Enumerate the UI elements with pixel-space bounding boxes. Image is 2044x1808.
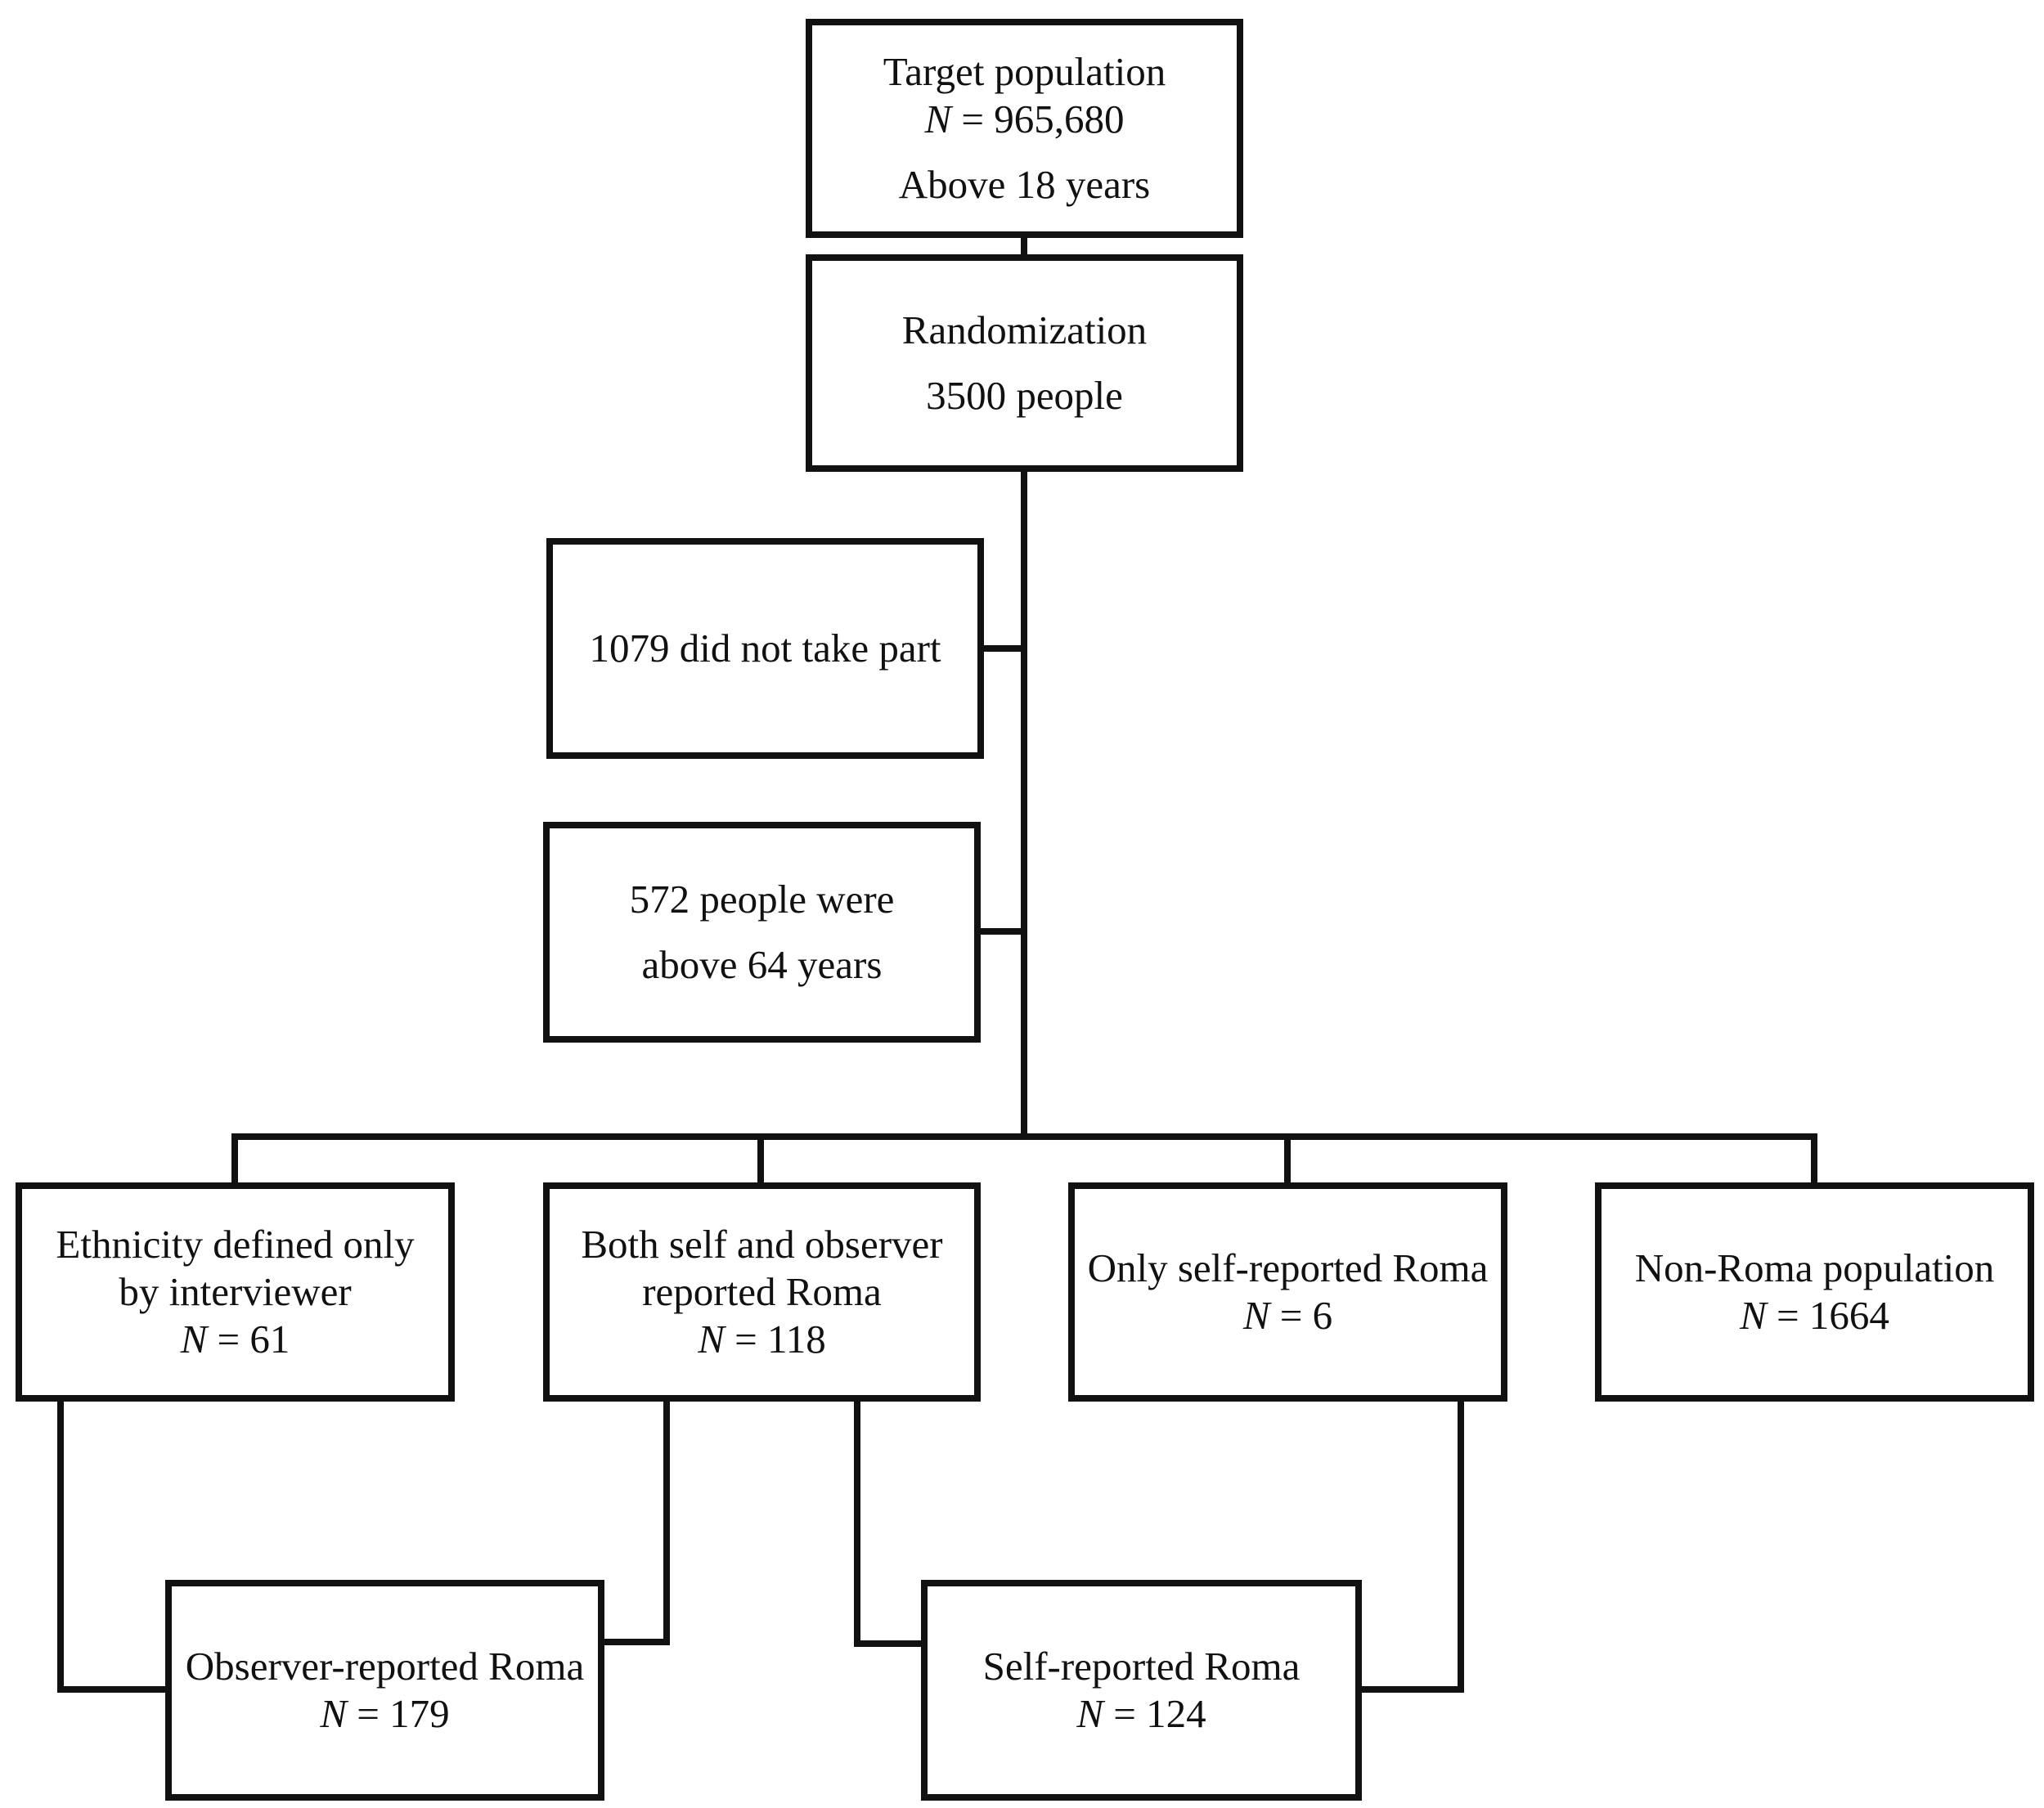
- interviewer-only-line2: by interviewer: [119, 1269, 352, 1314]
- above-64-line2: above 64 years: [641, 942, 883, 987]
- non-roma-n: N = 1664: [1740, 1293, 1889, 1338]
- randomization-note: 3500 people: [926, 373, 1123, 418]
- connector-self-only-to-self: [1356, 1397, 1464, 1693]
- target-population-box: Target population N = 965,680 Above 18 y…: [806, 19, 1243, 238]
- non-roma-box: Non-Roma population N = 1664: [1595, 1182, 2034, 1402]
- observer-reported-box: Observer-reported Roma N = 179: [165, 1580, 604, 1801]
- self-only-box: Only self-reported Roma N = 6: [1068, 1182, 1507, 1402]
- self-reported-line1: Self-reported Roma: [982, 1644, 1301, 1689]
- connector-interviewer-to-observer: [57, 1397, 170, 1693]
- observer-reported-line1: Observer-reported Roma: [185, 1644, 585, 1689]
- interviewer-only-n: N = 61: [180, 1317, 290, 1362]
- self-only-line1: Only self-reported Roma: [1087, 1245, 1489, 1290]
- self-only-n: N = 6: [1242, 1293, 1333, 1338]
- self-reported-box: Self-reported Roma N = 124: [921, 1580, 1362, 1801]
- target-population-note: Above 18 years: [898, 162, 1151, 207]
- self-reported-n: N = 124: [1076, 1691, 1206, 1736]
- non-roma-line1: Non-Roma population: [1634, 1245, 1995, 1290]
- above-64-box: 572 people were above 64 years: [543, 822, 981, 1043]
- both-reported-line1: Both self and observer: [581, 1222, 943, 1267]
- above-64-line1: 572 people were: [629, 877, 895, 922]
- interviewer-only-box: Ethnicity defined only by interviewer N …: [16, 1182, 455, 1402]
- target-population-title: Target population: [883, 49, 1166, 94]
- observer-reported-n: N = 179: [320, 1691, 450, 1736]
- both-reported-n: N = 118: [698, 1317, 826, 1362]
- not-taking-part-text: 1079 did not take part: [589, 626, 941, 671]
- target-population-n: N = 965,680: [924, 96, 1125, 141]
- randomization-title: Randomization: [901, 307, 1148, 352]
- not-taking-part-box: 1079 did not take part: [546, 538, 984, 759]
- connector-both-to-self: [854, 1397, 928, 1647]
- connector-both-to-observer: [599, 1397, 670, 1645]
- both-reported-box: Both self and observer reported Roma N =…: [543, 1182, 981, 1402]
- both-reported-line2: reported Roma: [642, 1269, 882, 1314]
- randomization-box: Randomization 3500 people: [806, 254, 1243, 472]
- interviewer-only-line1: Ethnicity defined only: [56, 1222, 415, 1267]
